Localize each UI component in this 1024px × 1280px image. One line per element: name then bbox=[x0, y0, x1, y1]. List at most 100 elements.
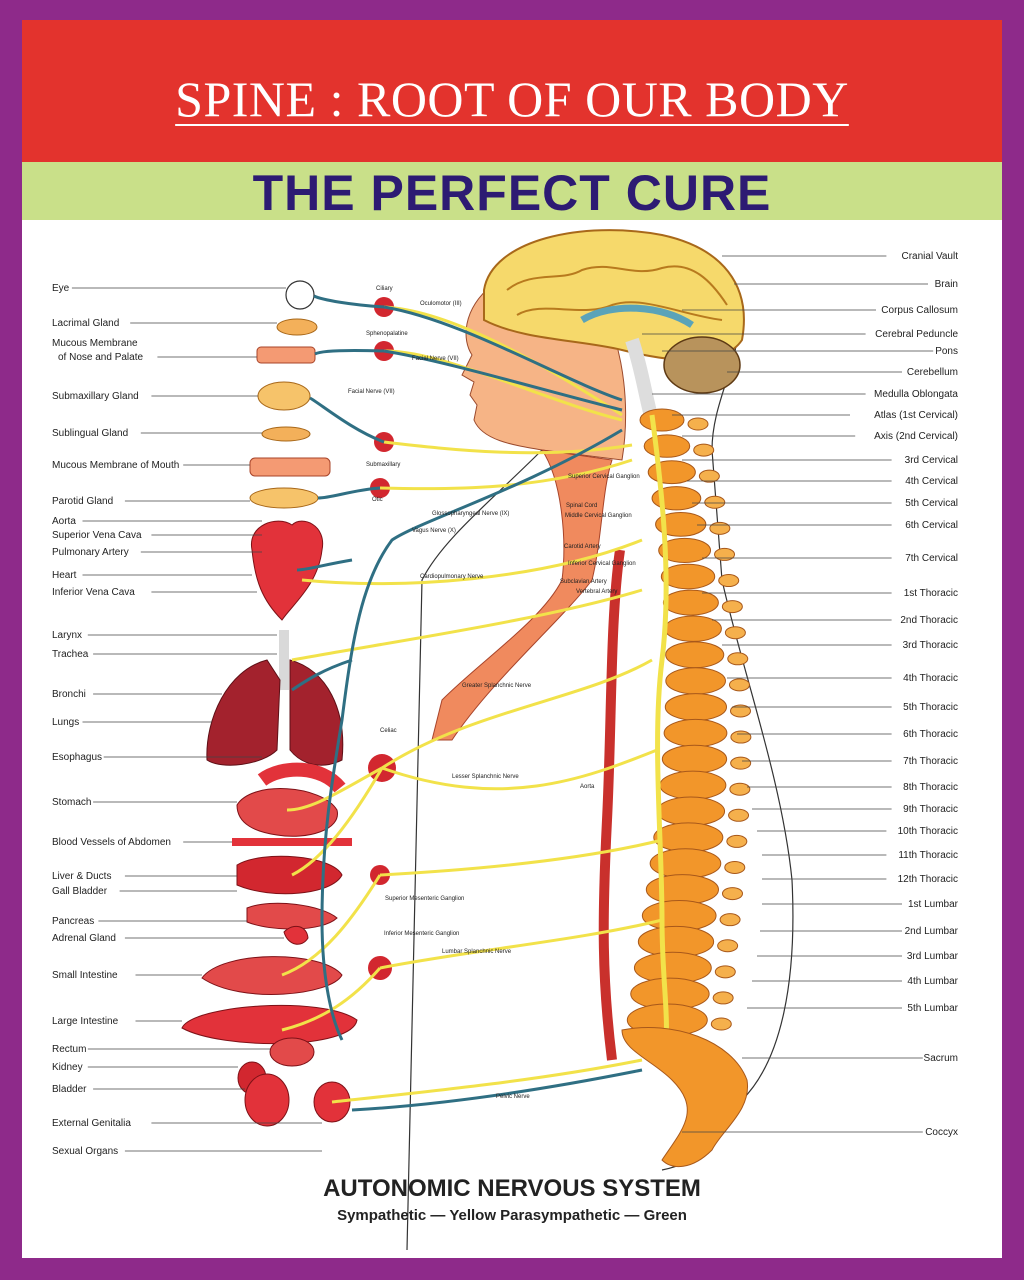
spinous-process bbox=[724, 626, 746, 640]
nerve-label: Aorta bbox=[580, 784, 595, 790]
vertebra bbox=[655, 511, 707, 537]
right-label: 11th Thoracic bbox=[898, 850, 958, 861]
right-label: 6th Cervical bbox=[905, 520, 958, 531]
nerve-label: Cardiopulmonary Nerve bbox=[420, 574, 484, 580]
footer-legend: Sympathetic — Yellow Parasympathetic — G… bbox=[337, 1207, 687, 1224]
sympathetic-nerves bbox=[281, 305, 663, 1104]
spinous-process bbox=[693, 443, 715, 457]
neck-outline bbox=[406, 449, 543, 1251]
left-label: Pancreas bbox=[52, 916, 94, 927]
right-label: Cranial Vault bbox=[901, 251, 958, 262]
nerve-label: Facial Nerve (VII) bbox=[412, 356, 459, 362]
right-label: 7th Cervical bbox=[905, 553, 958, 564]
nerve-label: Vertebral Artery bbox=[576, 589, 617, 595]
nerve-label: Inferior Cervical Ganglion bbox=[568, 561, 636, 567]
right-label: 5th Thoracic bbox=[903, 702, 958, 713]
eye-organ bbox=[285, 280, 315, 310]
vertebra bbox=[645, 874, 719, 905]
vertebra bbox=[661, 744, 728, 774]
spinous-process bbox=[714, 965, 736, 979]
vertebra bbox=[656, 796, 726, 827]
right-label: Cerebellum bbox=[907, 367, 958, 378]
right-label: 9th Thoracic bbox=[903, 804, 958, 815]
vertebra bbox=[664, 693, 728, 721]
left-label: Mucous Membrane of Mouth bbox=[52, 460, 179, 471]
vertebra bbox=[665, 641, 725, 669]
spinous-process bbox=[698, 469, 720, 483]
right-label: 3rd Lumbar bbox=[907, 951, 959, 962]
left-label: Mucous Membrane bbox=[52, 338, 138, 349]
right-label: Cerebral Peduncle bbox=[875, 329, 958, 340]
vertebra bbox=[663, 718, 728, 748]
large-intestine-organ bbox=[181, 1004, 358, 1045]
left-label: of Nose and Palate bbox=[58, 352, 143, 363]
left-label: Bronchi bbox=[52, 689, 86, 700]
footer-title: AUTONOMIC NERVOUS SYSTEM bbox=[323, 1175, 701, 1202]
vertebra bbox=[653, 822, 724, 853]
right-label: 2nd Thoracic bbox=[900, 615, 958, 626]
right-label: 4th Lumbar bbox=[907, 976, 958, 987]
right-label: Medulla Oblongata bbox=[874, 389, 958, 400]
right-label: Corpus Callosum bbox=[881, 305, 958, 316]
spinous-process bbox=[729, 782, 751, 796]
nerve-label: Otic bbox=[372, 497, 383, 503]
nerve-label: Lumbar Splanchnic Nerve bbox=[442, 949, 512, 955]
right-label: 12th Thoracic bbox=[898, 874, 958, 885]
left-label: Gall Bladder bbox=[52, 886, 108, 897]
mouth-membrane-organ bbox=[249, 457, 331, 477]
spinous-process bbox=[724, 860, 746, 874]
spinous-process bbox=[687, 417, 709, 431]
poster-subtitle: THE PERFECT CURE bbox=[252, 165, 772, 221]
nerve-label: Greater Splanchnic Nerve bbox=[462, 683, 532, 689]
right-label: 3rd Thoracic bbox=[903, 640, 958, 651]
spinous-process bbox=[718, 574, 740, 588]
vertebra bbox=[639, 408, 685, 432]
title-band bbox=[22, 20, 1002, 162]
sacrum bbox=[621, 1026, 749, 1168]
left-label: Large Intestine bbox=[52, 1016, 119, 1027]
vertebra bbox=[662, 589, 719, 616]
left-label: Pulmonary Artery bbox=[52, 547, 129, 558]
left-label: Parotid Gland bbox=[52, 496, 113, 507]
nerve-label: Oculomotor (III) bbox=[420, 301, 462, 307]
right-label: 4th Thoracic bbox=[903, 673, 958, 684]
sublingual-gland-organ bbox=[261, 426, 311, 442]
adrenal-gland-organ bbox=[283, 925, 309, 945]
left-label: Heart bbox=[52, 570, 77, 581]
left-label: Sublingual Gland bbox=[52, 428, 128, 439]
right-label: 5th Lumbar bbox=[907, 1003, 958, 1014]
right-label: Brain bbox=[935, 279, 958, 290]
left-label: Small Intestine bbox=[52, 970, 118, 981]
spinous-process bbox=[730, 730, 752, 744]
lacrimal-gland-organ bbox=[276, 318, 318, 336]
spinous-process bbox=[712, 991, 734, 1005]
brain-folds bbox=[506, 265, 728, 321]
spinous-process bbox=[721, 887, 743, 901]
nerve-label: Spinal Cord bbox=[566, 503, 597, 509]
esophagus-organ bbox=[257, 762, 346, 793]
vertebra bbox=[643, 434, 691, 458]
left-label: Bladder bbox=[52, 1084, 87, 1095]
nasal-membrane-organ bbox=[256, 346, 316, 364]
spinous-process bbox=[728, 678, 750, 692]
vertebra bbox=[660, 563, 716, 590]
right-label: 1st Lumbar bbox=[908, 899, 959, 910]
nerve-label: Vagus Nerve (X) bbox=[412, 528, 456, 534]
right-label: 5th Cervical bbox=[905, 498, 958, 509]
nerve-label: Inferior Mesenteric Ganglion bbox=[384, 931, 459, 937]
nerve-label: Glossopharyngeal Nerve (IX) bbox=[432, 511, 509, 517]
left-label: Kidney bbox=[52, 1062, 83, 1073]
left-label: Stomach bbox=[52, 797, 91, 808]
left-label: Aorta bbox=[52, 516, 76, 527]
spinous-process bbox=[710, 1017, 732, 1031]
spinous-process bbox=[709, 521, 731, 535]
spinous-process bbox=[721, 600, 743, 614]
subtitle-band bbox=[22, 162, 1002, 220]
right-label: 6th Thoracic bbox=[903, 729, 958, 740]
parotid-gland-organ bbox=[249, 487, 319, 509]
right-label: Pons bbox=[935, 346, 958, 357]
